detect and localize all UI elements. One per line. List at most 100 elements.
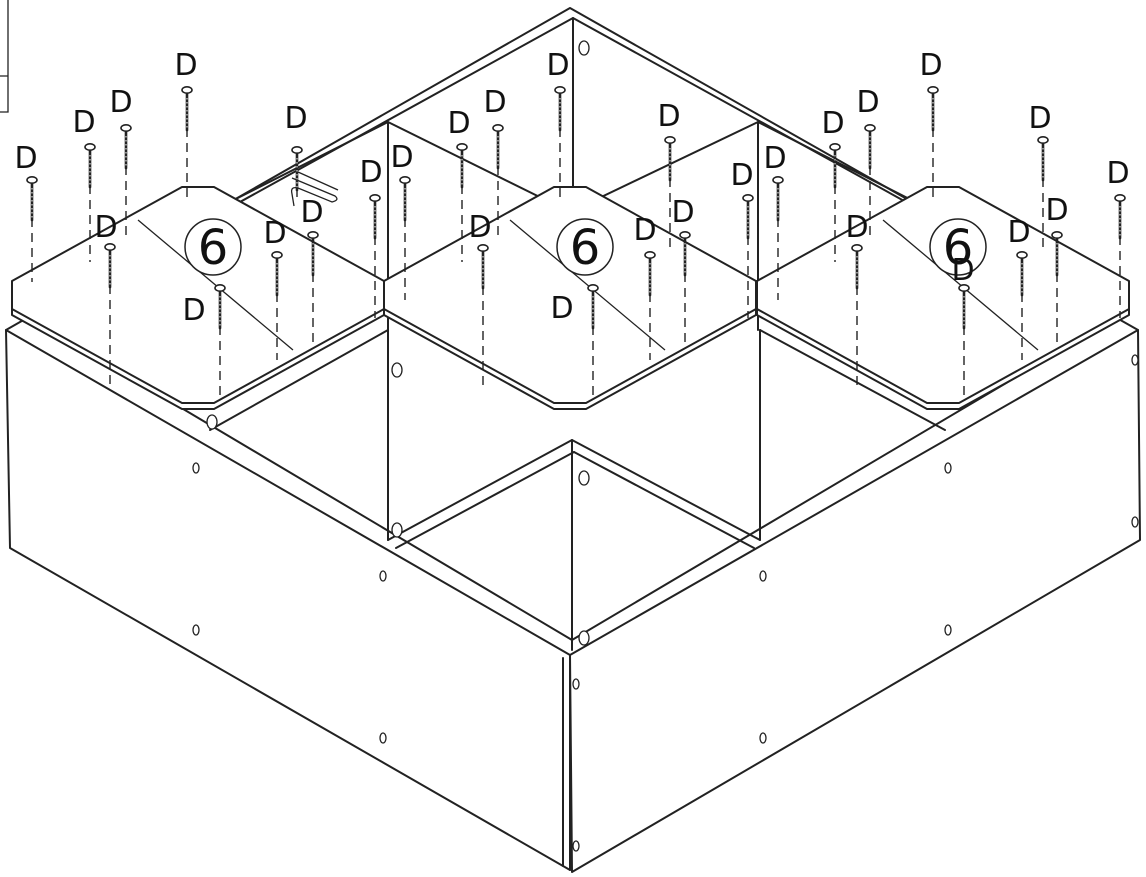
screw-d: D bbox=[730, 158, 754, 318]
screw-d: D bbox=[94, 210, 118, 390]
screw-d: D bbox=[1045, 193, 1069, 348]
screw-label: D bbox=[763, 141, 786, 176]
screw-head bbox=[456, 143, 468, 152]
panel-part-6: 6 bbox=[756, 186, 1130, 410]
screw-d: D bbox=[447, 106, 471, 262]
screw-head bbox=[399, 176, 411, 185]
frame-corner bbox=[0, 0, 9, 113]
screw-label: D bbox=[1007, 215, 1030, 250]
screw-head bbox=[1114, 194, 1126, 203]
screw-d: D bbox=[1106, 156, 1130, 318]
screw-d: D bbox=[821, 106, 845, 262]
screw-label: D bbox=[856, 85, 879, 120]
screw-head bbox=[554, 86, 566, 95]
screw-label: D bbox=[94, 210, 117, 245]
screw-head bbox=[492, 124, 504, 133]
screw-label: D bbox=[284, 101, 307, 136]
screw-d: D bbox=[550, 283, 599, 400]
screw-head bbox=[214, 283, 226, 292]
screw-head bbox=[664, 136, 676, 145]
hole bbox=[578, 630, 590, 646]
screw-label: D bbox=[390, 140, 413, 175]
screw-label: D bbox=[1028, 101, 1051, 136]
hole bbox=[578, 40, 590, 56]
hole bbox=[944, 624, 952, 636]
hole bbox=[759, 570, 767, 582]
hole bbox=[759, 732, 767, 744]
panel-crease bbox=[509, 219, 666, 351]
divider-right-top bbox=[759, 329, 946, 431]
screw-label: D bbox=[1045, 193, 1068, 228]
screw-label: D bbox=[845, 210, 868, 245]
screw-d: D bbox=[657, 99, 681, 250]
hole bbox=[192, 462, 200, 474]
screw-head bbox=[26, 176, 38, 185]
screw-head bbox=[120, 124, 132, 133]
hole bbox=[206, 414, 218, 430]
clip-detail bbox=[290, 171, 339, 207]
screw-d: D bbox=[300, 195, 324, 348]
screw-d: D bbox=[633, 213, 657, 360]
screw-d: D bbox=[951, 253, 975, 400]
hole bbox=[572, 678, 580, 690]
screw-d: D bbox=[14, 141, 38, 282]
hole bbox=[1131, 354, 1139, 366]
screw-d: D bbox=[359, 155, 383, 318]
hole bbox=[1131, 516, 1139, 528]
hole bbox=[379, 570, 387, 582]
screw-head bbox=[477, 244, 489, 253]
screw-label: D bbox=[300, 195, 323, 230]
screw-label: D bbox=[1106, 156, 1129, 191]
screw-head bbox=[104, 243, 116, 252]
hole bbox=[192, 624, 200, 636]
screw-head bbox=[864, 124, 876, 133]
screw-d: D bbox=[763, 141, 787, 300]
screw-head bbox=[181, 86, 193, 95]
screw-head bbox=[644, 251, 656, 260]
hole bbox=[391, 522, 403, 538]
screw-head bbox=[1037, 136, 1049, 145]
hole bbox=[578, 470, 590, 486]
screw-label: D bbox=[468, 210, 491, 245]
left-side-panel bbox=[5, 329, 571, 871]
screw-d: D bbox=[1028, 101, 1052, 250]
screw-d: D bbox=[263, 216, 287, 360]
screw-d: D bbox=[284, 101, 308, 200]
part-number-circle bbox=[929, 218, 987, 276]
screw-d: D bbox=[72, 105, 96, 262]
hole bbox=[379, 732, 387, 744]
screw-label: D bbox=[730, 158, 753, 193]
screw-label: D bbox=[550, 291, 573, 326]
screw-label: D bbox=[14, 141, 37, 176]
screw-label: D bbox=[174, 48, 197, 83]
screw-label: D bbox=[919, 48, 942, 83]
screw-head bbox=[829, 143, 841, 152]
screw-head bbox=[1051, 231, 1063, 240]
screw-d: D bbox=[546, 48, 570, 200]
screw-label: D bbox=[109, 85, 132, 120]
screw-label: D bbox=[657, 99, 680, 134]
screw-head bbox=[1016, 251, 1028, 260]
screw-head bbox=[679, 231, 691, 240]
screw-label: D bbox=[359, 155, 382, 190]
screw-head bbox=[587, 283, 599, 292]
screw-label: D bbox=[447, 106, 470, 141]
divider-shelf-edge bbox=[395, 451, 575, 549]
panel-part-6: 6 bbox=[383, 186, 757, 410]
back-cross-1 bbox=[209, 121, 571, 213]
part-number-label: 6 bbox=[943, 220, 974, 276]
screw-head bbox=[958, 283, 970, 292]
screw-d: D bbox=[845, 210, 869, 390]
hole bbox=[572, 840, 580, 852]
screw-head bbox=[291, 146, 303, 155]
screw-d: D bbox=[1007, 215, 1031, 360]
screw-label: D bbox=[633, 213, 656, 248]
hole bbox=[391, 362, 403, 378]
screw-d: D bbox=[390, 140, 414, 300]
screw-d: D bbox=[483, 85, 507, 238]
screw-d: D bbox=[174, 48, 198, 200]
screw-d: D bbox=[919, 48, 943, 200]
